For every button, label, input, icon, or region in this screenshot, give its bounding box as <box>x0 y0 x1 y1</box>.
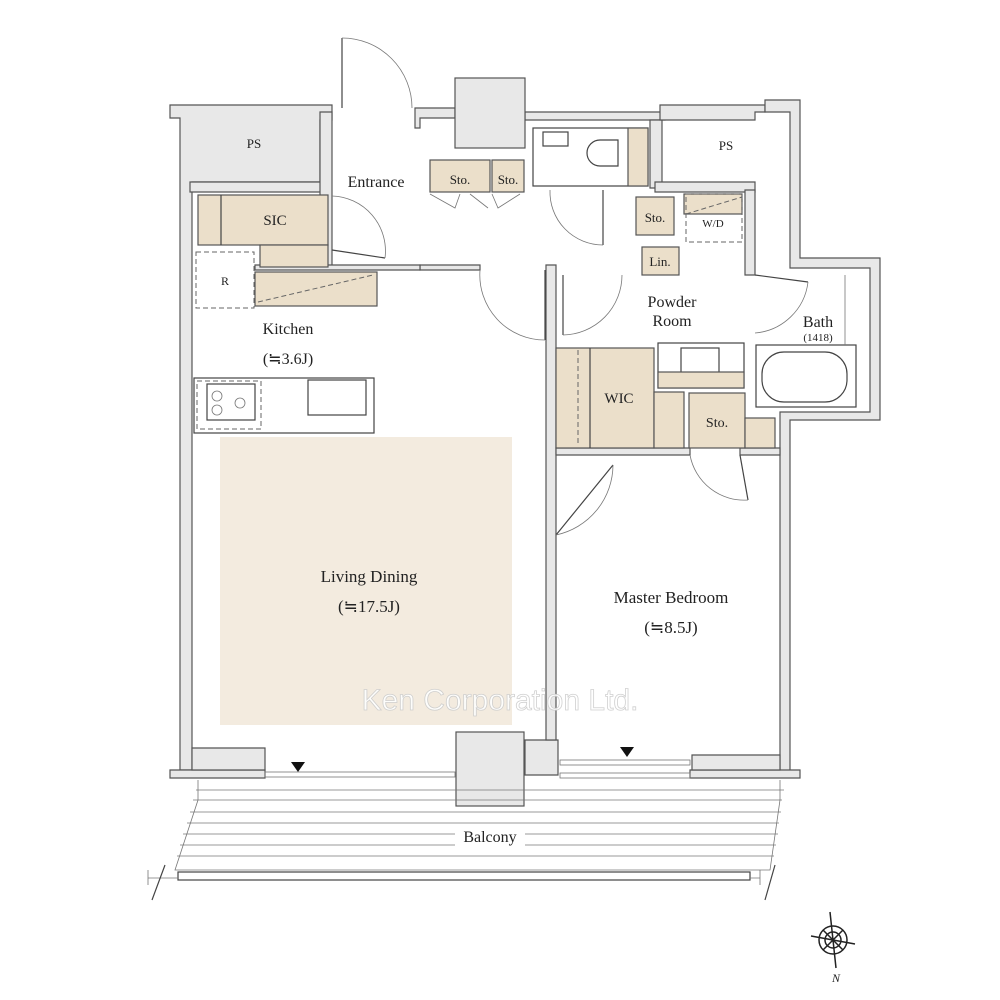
window-marker-icon <box>620 747 634 757</box>
room-label-refrigerator: R <box>221 274 229 288</box>
room-label-sto-4: Sto. <box>706 416 728 431</box>
kitchen-sink-icon <box>307 379 367 416</box>
washer-dryer-space <box>685 193 743 243</box>
living-floor-area <box>220 437 512 725</box>
compass-north-label: N <box>831 971 841 985</box>
watermark: Ken Corporation Ltd. <box>362 684 639 717</box>
room-area-kitchen: (≒3.6J) <box>263 351 313 368</box>
room-label-sto-3: Sto. <box>645 210 666 225</box>
room-label-entrance: Entrance <box>348 174 405 191</box>
room-label-sto-2: Sto. <box>498 172 519 187</box>
room-label-wd: W/D <box>702 218 723 230</box>
room-label-kitchen: Kitchen <box>263 321 314 338</box>
storage-4[interactable] <box>688 392 746 449</box>
interior-doors <box>331 189 809 536</box>
sic-cabinet <box>197 194 329 246</box>
walls <box>169 77 881 807</box>
compass-icon: N <box>810 911 856 985</box>
room-label-ps-left: PS <box>247 136 261 151</box>
kitchen-cabinet <box>254 271 378 307</box>
room-area-living: (≒17.5J) <box>338 597 400 616</box>
room-label-wic: WIC <box>604 391 633 407</box>
room-label-balcony: Balcony <box>463 829 516 846</box>
column-top <box>454 77 526 149</box>
room-label-powder-2: Room <box>652 313 692 330</box>
room-area-master: (≒8.5J) <box>644 618 697 637</box>
windows <box>264 747 691 779</box>
room-label-powder-1: Powder <box>648 294 698 311</box>
storage-1[interactable] <box>429 159 491 193</box>
room-label-sic: SIC <box>263 213 286 229</box>
room-label-living: Living Dining <box>321 567 418 586</box>
column-balcony <box>455 731 525 807</box>
linen-closet[interactable] <box>641 246 680 276</box>
room-label-ps-right: PS <box>719 138 733 153</box>
room-label-linen: Lin. <box>649 254 670 269</box>
refrigerator-space <box>195 251 255 309</box>
toilet-icon <box>586 139 619 167</box>
storage-2[interactable] <box>491 159 525 193</box>
storage-3[interactable] <box>635 196 675 236</box>
stove-icon <box>206 383 256 421</box>
window-marker-icon <box>291 762 305 772</box>
room-label-sto-1: Sto. <box>450 172 471 187</box>
wic-cabinet[interactable] <box>555 347 655 449</box>
room-size-bath: (1418) <box>803 332 833 344</box>
room-label-master: Master Bedroom <box>614 588 729 607</box>
entrance-door[interactable] <box>341 37 413 109</box>
room-label-bath: Bath <box>803 314 833 331</box>
sink-icon <box>680 347 720 375</box>
